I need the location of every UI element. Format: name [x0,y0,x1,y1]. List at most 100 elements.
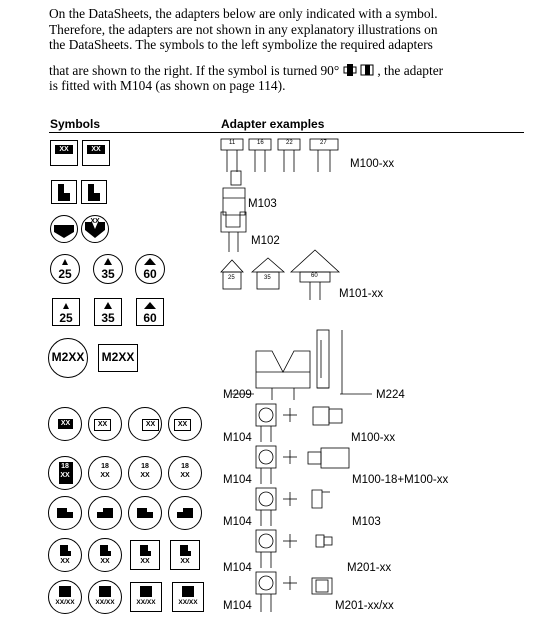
step-icon-4 [97,508,113,518]
label-row3-right: M103 [352,516,381,528]
label-row2-right: M100-18+M100-xx [352,474,449,486]
n18-xx-3: XX [140,472,150,479]
label-m100-xx: M100-xx [350,158,395,170]
m201-xx-3: XX [140,558,150,565]
adapter-examples-header: Adapter examples [221,117,325,131]
xxxx-text-2: XX/XX [95,599,115,606]
symbol-xxxx-4: XX/XX [172,582,204,612]
xx-tag: XX [55,145,73,154]
num-60: 60 [143,267,157,281]
label-m101-xx: M101-xx [339,288,384,300]
cone-icon-6 [144,302,156,309]
tag-27: 27 [320,140,327,146]
rotated-symbol-icon [343,63,357,76]
m2xx-text: M2XX [51,350,85,364]
tag-60: 60 [311,273,318,279]
v-block-icon-2 [85,222,105,238]
label-row1-m104: M104 [223,432,252,444]
intro-line-5: is fitted with M104 (as shown on page 11… [49,78,286,94]
n18-text-2: 18 [101,463,109,470]
num-25: 25 [58,267,72,281]
symbol-m104-m100-4: XX [168,407,202,441]
m201-xx-1: XX [60,558,70,565]
symbol-25-circle: 25 [50,254,80,284]
symbol-m103-m104-1 [48,496,82,530]
symbol-18-4: 18 XX [168,456,202,490]
xxxx-text-4: XX/XX [178,599,198,606]
v-xx: XX [59,220,69,227]
symbol-m103-m104-2 [88,496,122,530]
n18-text-1: 18 [61,463,69,470]
symbol-m103 [51,180,77,204]
label-row4-right: M201-xx [347,562,392,574]
tag-25: 25 [228,275,235,281]
symbol-xxxx-3: XX/XX [130,582,162,612]
symbol-m201-4: XX [170,540,200,570]
step-icon-2 [88,184,100,201]
double-block-icon-4 [182,586,194,597]
symbol-m201-2: XX [88,538,122,572]
block-icon-1 [60,545,71,556]
m201-xx-2: XX [100,558,110,565]
m2xx-text-2: M2XX [101,350,135,364]
label-row3-m104: M104 [223,516,252,528]
block-icon-4 [180,545,191,556]
tag-22: 22 [286,140,293,146]
label-m102: M102 [251,235,280,247]
xx-bracket-1: XX [58,419,73,429]
v-xx-2: XX [90,218,100,225]
num-35-sq: 35 [101,311,115,325]
symbol-v-alt: XX [81,215,109,243]
intro-paragraph: On the DataSheets, the adapters below ar… [49,6,519,94]
symbol-25-square: 25 [52,298,80,326]
double-block-icon-1 [59,586,71,597]
intro-line-1: On the DataSheets, the adapters below ar… [49,6,438,21]
rotated-symbol-icon-2 [360,64,374,76]
double-block-icon-2 [99,586,111,597]
v-block-icon [54,225,74,238]
intro-line-2: Therefore, the adapters are not shown in… [49,21,438,37]
num-60-sq: 60 [143,311,157,325]
intro-line-4: that are shown to the right. If the symb… [49,63,519,79]
symbol-m201-1: XX [48,538,82,572]
label-row5-m104: M104 [223,600,252,612]
tag-35: 35 [264,275,271,281]
symbol-60-square: 60 [136,298,164,326]
cone-icon-5 [104,302,112,309]
label-m224: M224 [376,389,405,401]
symbol-m104-m100-1: XX [48,407,82,441]
cone-icon [62,259,68,265]
symbol-m100: XX [50,140,78,166]
symbol-35-circle: 35 [93,254,123,284]
n18-text-3: 18 [141,463,149,470]
symbol-xxxx-1: XX/XX [48,580,82,614]
intro-line-3: the DataSheets. The symbols to the left … [49,37,433,53]
symbol-35-square: 35 [94,298,122,326]
symbol-m103-m104-3 [128,496,162,530]
symbol-m104-m100-3: XX [128,407,162,441]
symbol-m100-alt: XX [82,140,110,166]
cone-icon-4 [63,303,69,309]
m201-xx-4: XX [180,558,190,565]
symbol-v: XX [50,215,78,243]
symbols-header: Symbols [50,117,101,131]
symbol-m2xx-circle: M2XX [48,338,88,378]
step-icon-3 [57,508,73,518]
block-icon-2 [100,545,111,556]
tag-16: 16 [257,140,264,146]
label-row2-m104: M104 [223,474,252,486]
n18-xx-2: XX [100,472,110,479]
block-icon-3 [140,545,151,556]
xx-bracket-4: XX [174,419,191,431]
double-block-icon-3 [140,586,152,597]
step-icon-6 [177,508,193,518]
label-m103: M103 [248,198,277,210]
xx-tag-2: XX [87,145,105,154]
n18-xx-4: XX [180,472,190,479]
num-25-sq: 25 [59,311,73,325]
label-row1-right: M100-xx [351,432,396,444]
symbol-60-circle: 60 [135,254,165,284]
num-35: 35 [101,267,115,281]
symbol-18-3: 18 XX [128,456,162,490]
symbol-18-2: 18 XX [88,456,122,490]
